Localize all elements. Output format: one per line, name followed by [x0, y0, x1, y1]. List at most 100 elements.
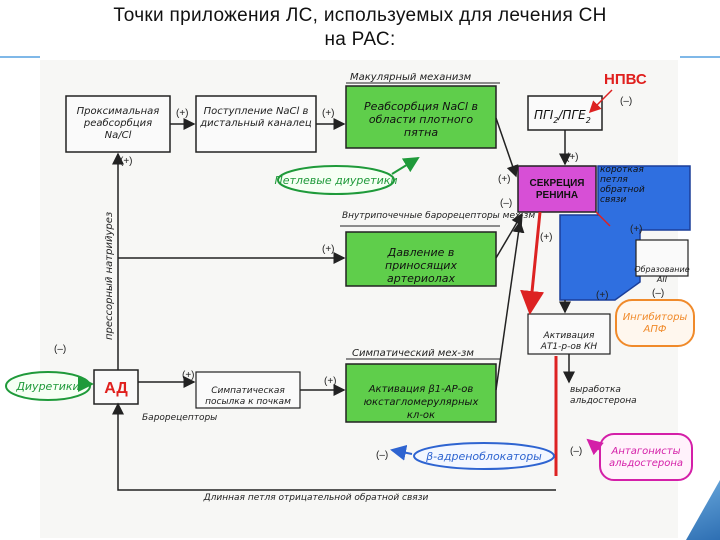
- box-ad-text: АД: [104, 380, 128, 397]
- sign-plus-3: (+): [120, 156, 133, 167]
- sign-labels: (+) (+) (+) (+) (+) (+) (+) (+) (+) (+) …: [54, 96, 664, 461]
- text-line: Образование: [634, 265, 689, 274]
- text-line: дистальный каналец: [199, 118, 312, 129]
- drug-loop-text: Петлевые диуретики: [274, 174, 397, 187]
- sign-plus-4: (+): [322, 244, 335, 255]
- text-line: Проксимальная: [77, 106, 160, 117]
- pg-sub-2: 2: [586, 116, 591, 125]
- sign-plus-10: (+): [630, 224, 643, 235]
- text-line: обратной: [600, 185, 645, 195]
- text-line: приносящих: [385, 259, 457, 272]
- arrow-renin-at1: [520, 211, 545, 315]
- sign-minus-2: (–): [620, 96, 632, 107]
- sign-minus-1: (–): [500, 198, 512, 209]
- sign-plus-5: (+): [182, 370, 195, 381]
- text-line: посылка к почкам: [205, 397, 291, 407]
- text-line: артериолах: [387, 272, 456, 285]
- short-feedback-loop-region: [559, 165, 691, 301]
- arrow-loop-diuretics: [391, 156, 420, 175]
- label-nsaid: НПВС: [604, 71, 647, 88]
- text-line: АТ1-р-ов КН: [540, 342, 598, 352]
- title-accent-right: [680, 56, 720, 58]
- sign-plus-7: (+): [498, 174, 511, 185]
- label-macula: Макулярный механизм: [350, 72, 472, 83]
- box-beta1-activation: Активация β1-АР-ов юкстагломерулярных кл-о…: [345, 363, 497, 423]
- arrow-aldo-ant: [586, 438, 604, 456]
- label-global-loop: Длинная петля отрицательной обратной свя…: [203, 493, 429, 503]
- text-line: Реабсорбция NaCl в: [364, 100, 478, 113]
- label-symp-mech: Симпатический мех-зм: [352, 348, 474, 359]
- sign-plus-11: (+): [596, 290, 609, 301]
- text-line: альдостерона: [609, 458, 683, 469]
- pg-part-2: /ПГЕ: [557, 108, 586, 122]
- text-line: АПФ: [643, 324, 667, 335]
- arrow-global-loop: [112, 402, 556, 491]
- sign-plus-6: (+): [324, 376, 337, 387]
- box-pg-text: ПГI2/ПГЕ2: [534, 108, 591, 125]
- sign-plus-2: (+): [322, 108, 335, 119]
- text-line: СЕКРЕЦИЯ: [529, 178, 584, 189]
- text-line: реабсорбция: [83, 117, 152, 129]
- box-ad: АД: [93, 369, 139, 405]
- text-line: АII: [656, 275, 668, 284]
- text-line: области плотного: [369, 113, 473, 126]
- sign-plus-1: (+): [176, 108, 189, 119]
- title-accent-left: [0, 56, 40, 58]
- text-line: связи: [600, 195, 626, 205]
- text-line: юкстагломерулярных: [364, 397, 479, 408]
- text-line: Ингибиторы: [623, 311, 688, 323]
- label-barorec: Барорецепторы: [142, 413, 217, 423]
- text-line: Давление в: [387, 246, 455, 259]
- title-line-1: Точки приложения ЛС, используемых для ле…: [113, 5, 607, 26]
- text-line: Поступление NaCl в: [204, 106, 309, 117]
- label-pressure-diuresis: прессорный натрийурез: [104, 212, 115, 340]
- drug-beta-text: β-адреноблокаторы: [425, 450, 542, 463]
- drug-beta-blockers: β-адреноблокаторы: [390, 442, 555, 470]
- text-line: короткая: [600, 165, 644, 175]
- pg-sub-1: 2: [553, 116, 558, 125]
- label-juxta: Внутрипочечные барорецепторы мех-зм: [342, 211, 535, 221]
- text-line: Симпатическая: [211, 386, 285, 396]
- text-line: альдостерона: [570, 396, 637, 406]
- sign-minus-4: (–): [376, 450, 388, 461]
- slide-title: Точки приложения ЛС, используемых для ле…: [0, 4, 720, 52]
- pg-part-1: ПГI: [534, 108, 554, 122]
- text-line: РЕНИНА: [536, 190, 578, 201]
- text-line: Na/Cl: [105, 130, 132, 141]
- drug-loop-diuretics: Петлевые диуретики: [274, 156, 420, 195]
- sign-plus-9: (+): [566, 152, 579, 163]
- sign-minus-5: (–): [570, 446, 582, 457]
- arrow-beta-blockers: [390, 444, 413, 461]
- text-line: кл-ок: [407, 410, 435, 421]
- sign-minus-6: (–): [652, 288, 664, 299]
- text-line: Антагонисты: [611, 446, 681, 457]
- text-line: пятна: [404, 126, 438, 139]
- arrow-nsaid-pg: [588, 89, 613, 114]
- sign-minus-3: (–): [54, 344, 66, 355]
- arrow-beta-renin: [495, 220, 525, 391]
- text-line: Активация: [543, 331, 595, 341]
- text-line: Активация β1-АР-ов: [368, 384, 474, 395]
- text-line: выработка: [570, 385, 621, 395]
